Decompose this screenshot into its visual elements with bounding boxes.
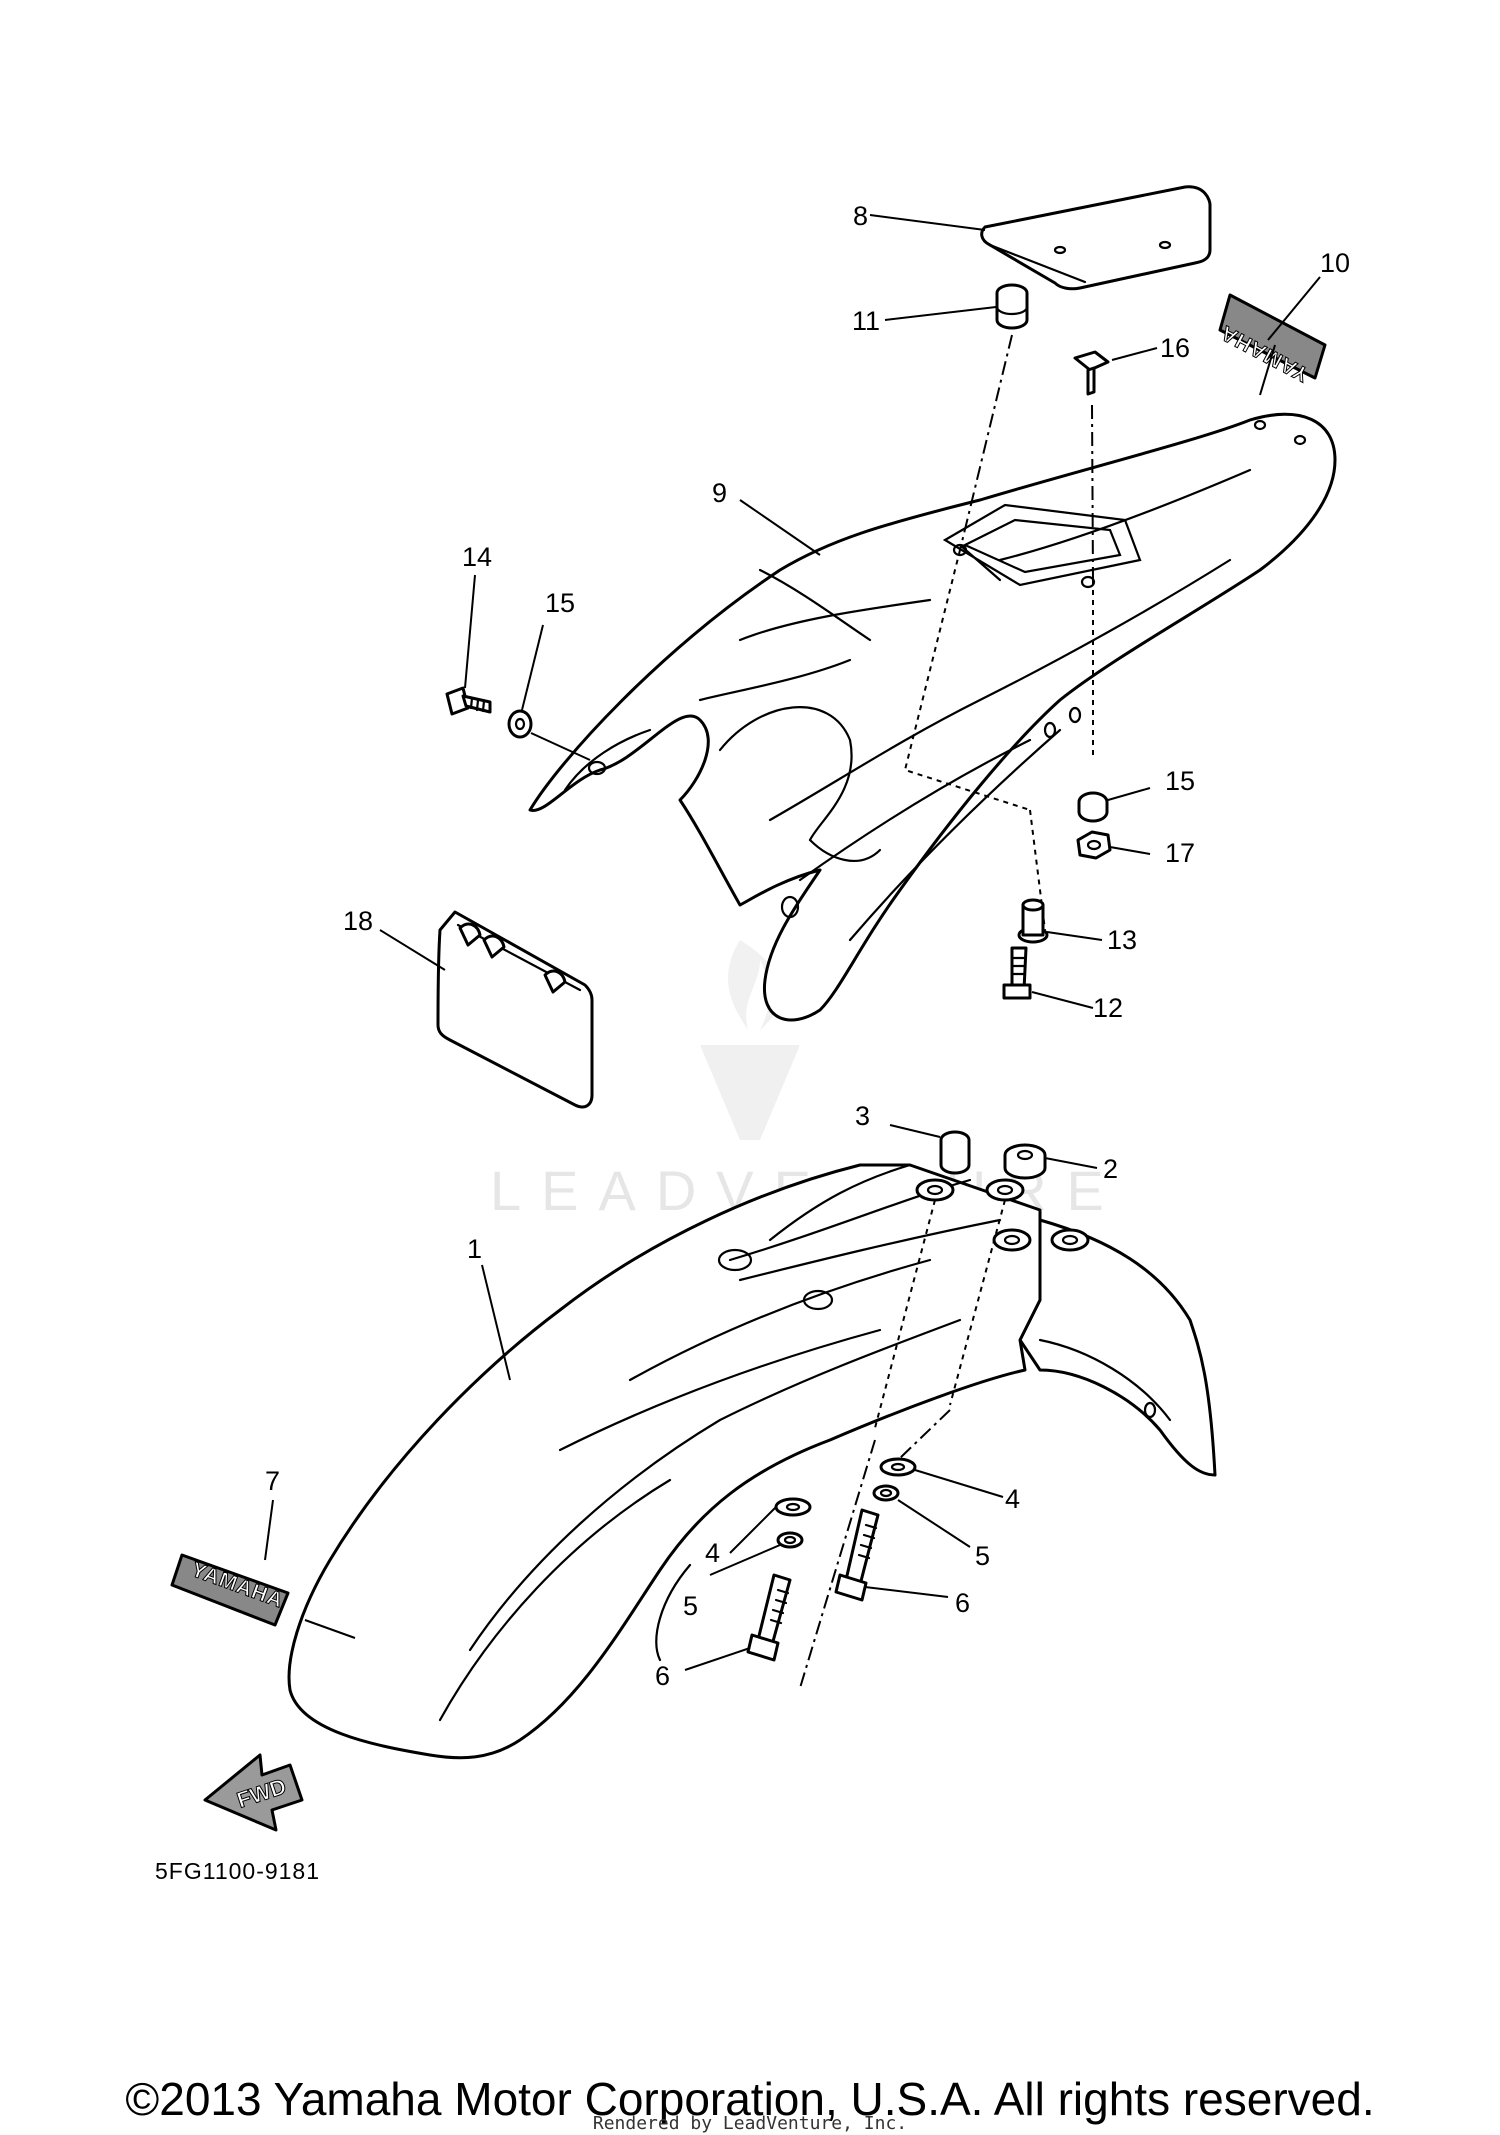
yamaha-decal-10: YAMAHA [1216,293,1327,386]
bolt-6b [746,1573,792,1662]
callout-6b: 6 [655,1661,670,1691]
callout-11: 11 [852,306,880,336]
rendered-by-notice: Rendered by LeadVenture, Inc. [592,2113,908,2134]
plate-18 [436,910,594,1109]
collar-13 [1017,898,1049,944]
callout-3: 3 [855,1101,870,1131]
washer-4a [879,1457,917,1477]
collar-15b [1077,791,1109,823]
cover-plate-9 [980,185,1212,291]
copyright-notice: ©2013 Yamaha Motor Corporation, U.S.A. A… [125,2073,1375,2125]
fender-mount-grommets [915,1178,1090,1252]
washer-4b [774,1497,812,1517]
callout-10: 10 [1320,248,1350,278]
callout-6a: 6 [955,1588,970,1618]
collar-3 [939,1130,971,1175]
callout-9: 8 [853,201,868,231]
yamaha-decal-7: YAMAHA [170,1553,290,1627]
callout-5b: 5 [683,1591,698,1621]
callout-17: 17 [1165,838,1195,868]
callout-8: 9 [712,478,727,508]
callout-14: 14 [462,542,492,572]
callout-16: 16 [1160,333,1190,363]
fwd-arrow-icon: FWD [203,1753,304,1832]
callout-15b: 15 [1165,766,1195,796]
callout-5a: 5 [975,1541,990,1571]
callout-13: 13 [1107,925,1137,955]
bolt-12 [1002,946,1032,1000]
nut-17 [1076,830,1112,860]
callout-1: 1 [467,1234,482,1264]
callout-15: 15 [545,588,575,618]
callout-4a: 4 [1005,1484,1020,1514]
grommet-2 [1003,1143,1047,1180]
clip-16 [1073,350,1110,396]
grommet-11 [995,283,1029,330]
callout-18: 18 [343,906,373,936]
callout-4b: 4 [705,1538,720,1568]
lockwasher-5b [776,1531,804,1549]
diagram-code: 5FG1100-9181 [155,1858,321,1884]
rear-fender [528,412,1337,1022]
bolt-14 [445,686,492,716]
callout-7: 7 [265,1466,280,1496]
front-fender [287,1163,1217,1760]
lockwasher-5a [872,1484,900,1502]
bolt-6a [834,1508,880,1602]
callout-12: 12 [1093,993,1123,1023]
collar-15a [507,709,533,739]
callout-2: 2 [1103,1154,1118,1184]
